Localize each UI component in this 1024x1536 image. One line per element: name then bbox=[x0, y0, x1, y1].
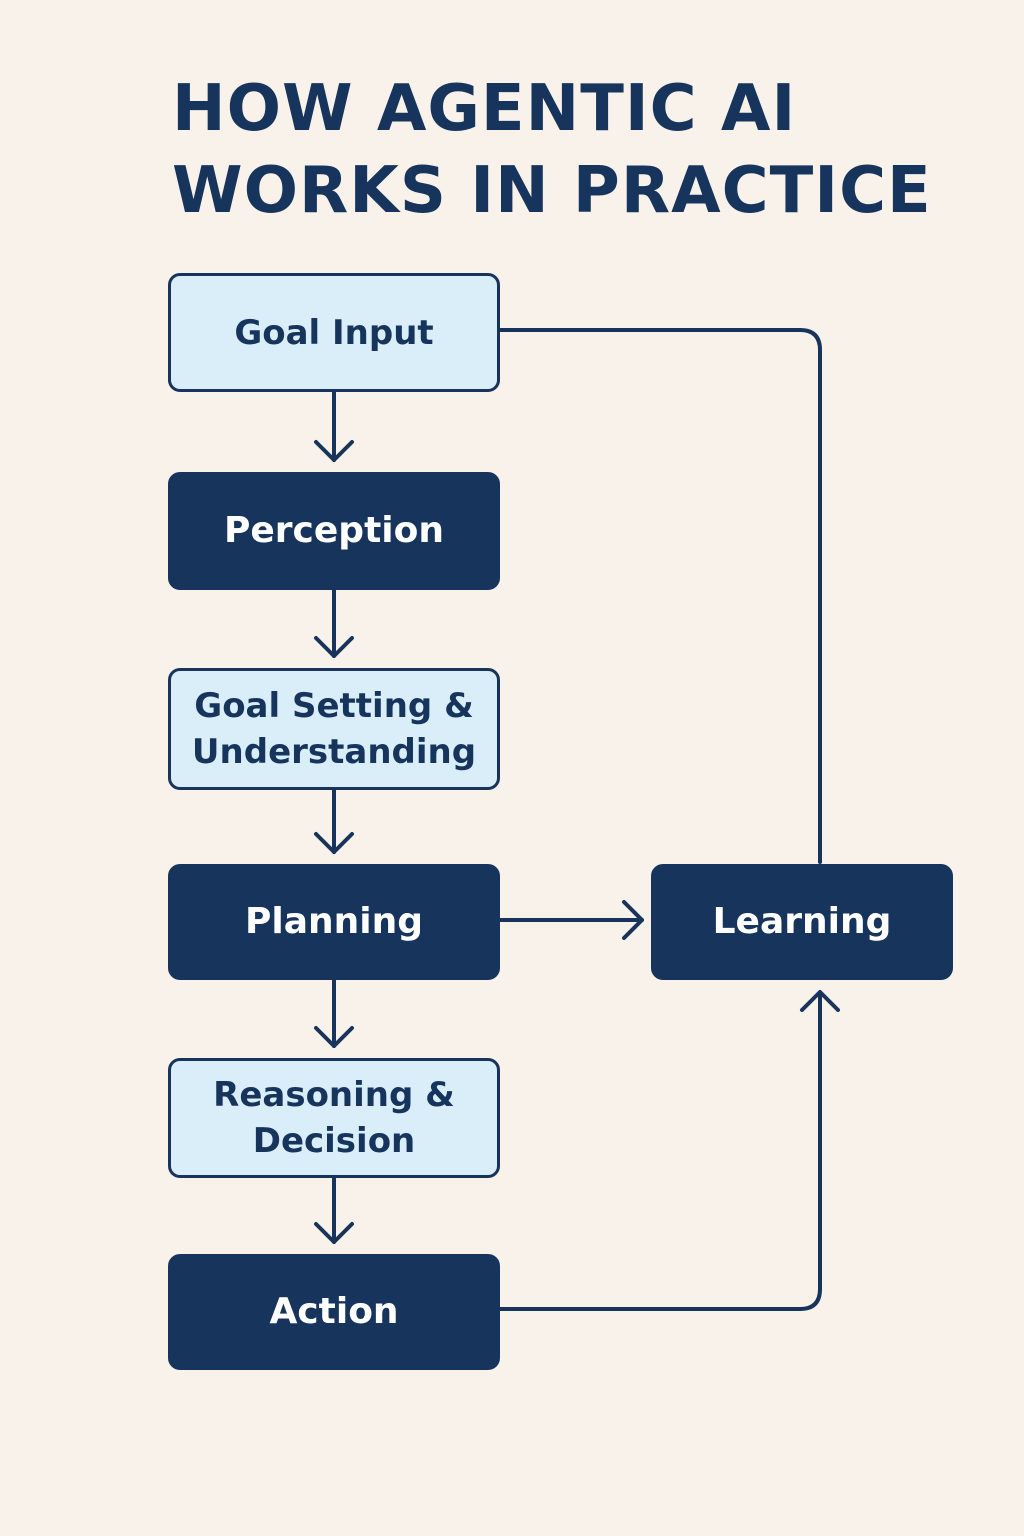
node-goal-input: Goal Input bbox=[168, 273, 500, 392]
node-learning: Learning bbox=[651, 864, 953, 980]
title-line-1: HOW AGENTIC AI bbox=[172, 72, 797, 146]
page-title: HOW AGENTIC AI WORKS IN PRACTICE bbox=[172, 68, 992, 232]
line-learning-to-goal-input bbox=[498, 328, 822, 864]
node-reasoning: Reasoning & Decision bbox=[168, 1058, 500, 1178]
node-goal-setting-label: Goal Setting & Understanding bbox=[191, 686, 477, 772]
arrow-planning-to-learning bbox=[498, 900, 644, 940]
node-perception-label: Perception bbox=[224, 510, 444, 551]
title-line-2: WORKS IN PRACTICE bbox=[172, 154, 932, 228]
arrow-reasoning-to-action bbox=[314, 1176, 354, 1244]
node-planning-label: Planning bbox=[244, 901, 423, 942]
node-reasoning-label: Reasoning & Decision bbox=[213, 1075, 455, 1161]
arrow-action-to-learning bbox=[498, 990, 840, 1311]
arrow-goal-input-to-perception bbox=[314, 390, 354, 462]
arrow-goal-setting-to-planning bbox=[314, 788, 354, 854]
arrow-perception-to-goal-setting bbox=[314, 588, 354, 658]
node-action-label: Action bbox=[269, 1291, 399, 1332]
arrow-planning-to-reasoning bbox=[314, 978, 354, 1048]
node-planning: Planning bbox=[168, 864, 500, 980]
node-perception: Perception bbox=[168, 472, 500, 590]
node-action: Action bbox=[168, 1254, 500, 1370]
node-goal-setting: Goal Setting & Understanding bbox=[168, 668, 500, 790]
node-goal-input-label: Goal Input bbox=[234, 312, 434, 353]
node-learning-label: Learning bbox=[712, 901, 892, 942]
